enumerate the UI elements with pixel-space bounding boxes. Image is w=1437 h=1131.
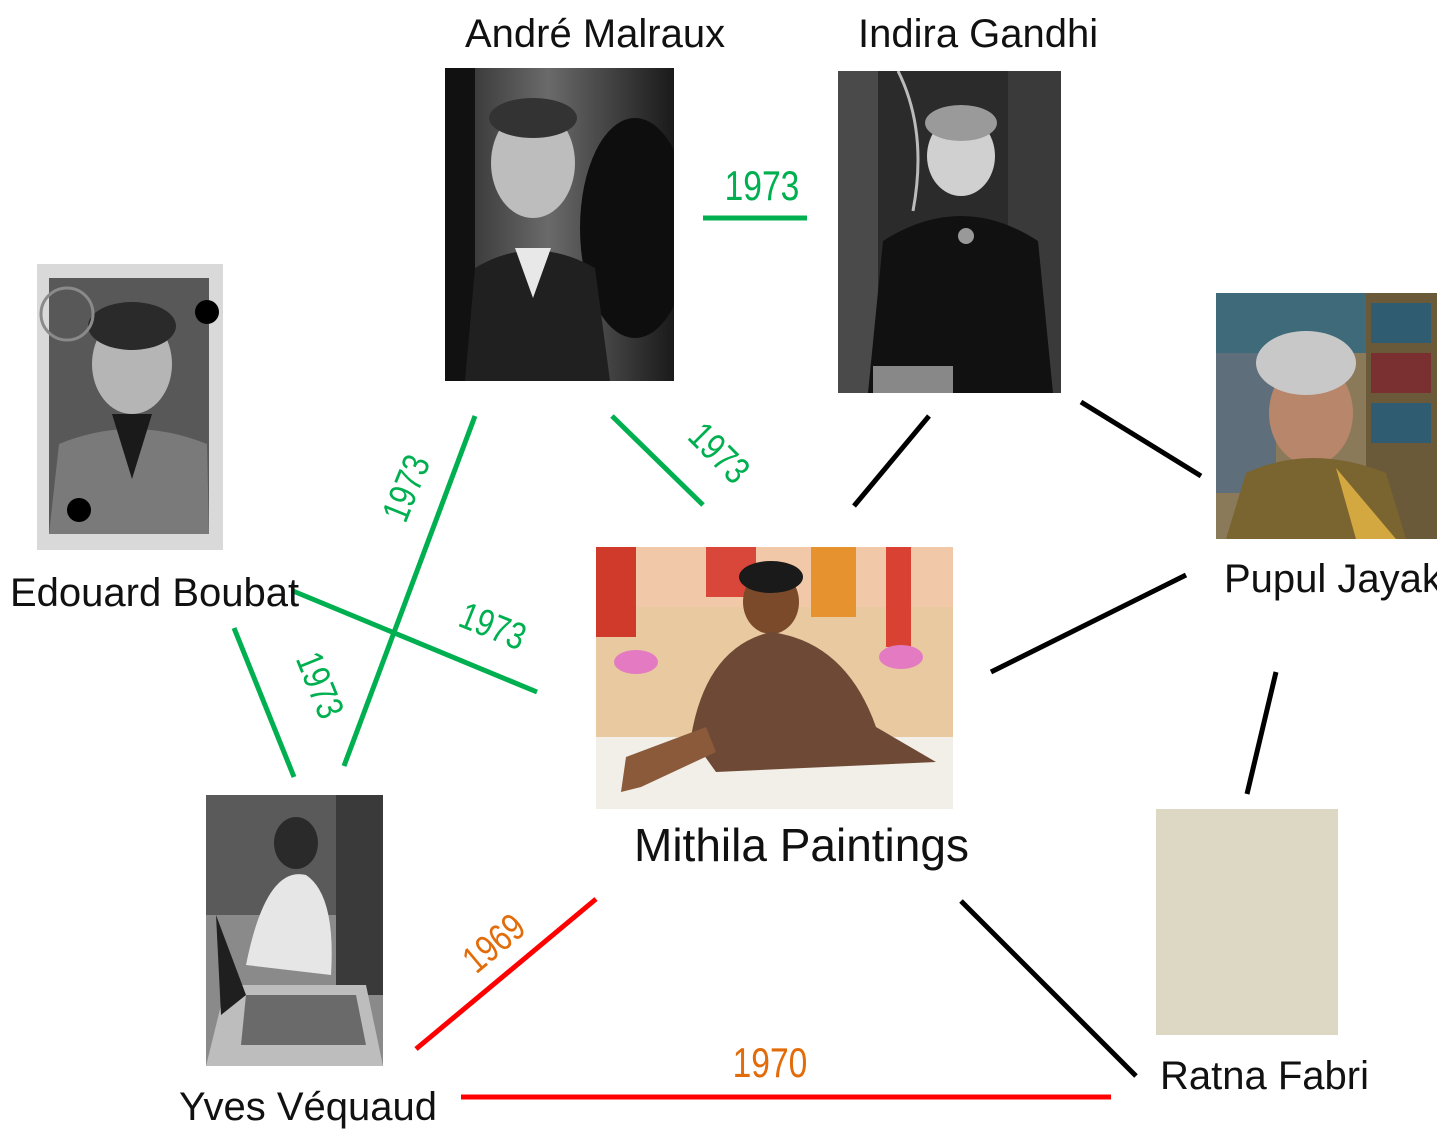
portrait-edouard-boubat	[37, 264, 223, 550]
node-name-ratna-fabri: Ratna Fabri	[1160, 1054, 1369, 1098]
edge-vequaud-mithila	[414, 897, 598, 1051]
portrait-pupul-jayakar	[1216, 293, 1437, 539]
node-name-pupul-jayakar: Pupul Jayakar	[1224, 557, 1437, 601]
node-name-edouard-boubat: Edouard Boubat	[10, 571, 300, 615]
edge-year-label: 1973	[680, 415, 757, 492]
edge-boubat-vequaud	[231, 627, 297, 778]
photo-mithila-paintings	[596, 547, 953, 809]
portrait-indira-gandhi	[838, 71, 1061, 393]
edge-year-label: 1973	[287, 646, 351, 724]
edge-year-label: 1970	[733, 1041, 808, 1087]
node-name-yves-vequaud: Yves Véquaud	[179, 1085, 437, 1129]
edge-boubat-mithila	[292, 588, 538, 695]
edge-gandhi-mithila	[852, 414, 931, 508]
edge-malraux-mithila	[610, 414, 705, 507]
edge-malraux-vequaud	[341, 415, 478, 767]
portrait-yves-vequaud	[206, 795, 383, 1066]
edge-mithila-fabri	[959, 899, 1138, 1078]
portrait-placeholder-ratna-fabri	[1156, 809, 1338, 1035]
edge-year-label: 1969	[455, 906, 534, 982]
node-name-andre-malraux: André Malraux	[465, 12, 726, 56]
edge-gandhi-jayakar	[1079, 399, 1203, 479]
edge-year-label: 1973	[725, 164, 800, 210]
edge-jayakar-mithila	[989, 572, 1188, 675]
edge-year-label: 1973	[375, 449, 439, 527]
node-name-indira-gandhi: Indira Gandhi	[858, 12, 1099, 56]
edge-year-label: 1973	[453, 595, 531, 659]
portrait-andre-malraux	[445, 68, 674, 381]
edge-jayakar-fabri	[1244, 671, 1279, 795]
node-name-mithila-paintings: Mithila Paintings	[634, 819, 969, 871]
